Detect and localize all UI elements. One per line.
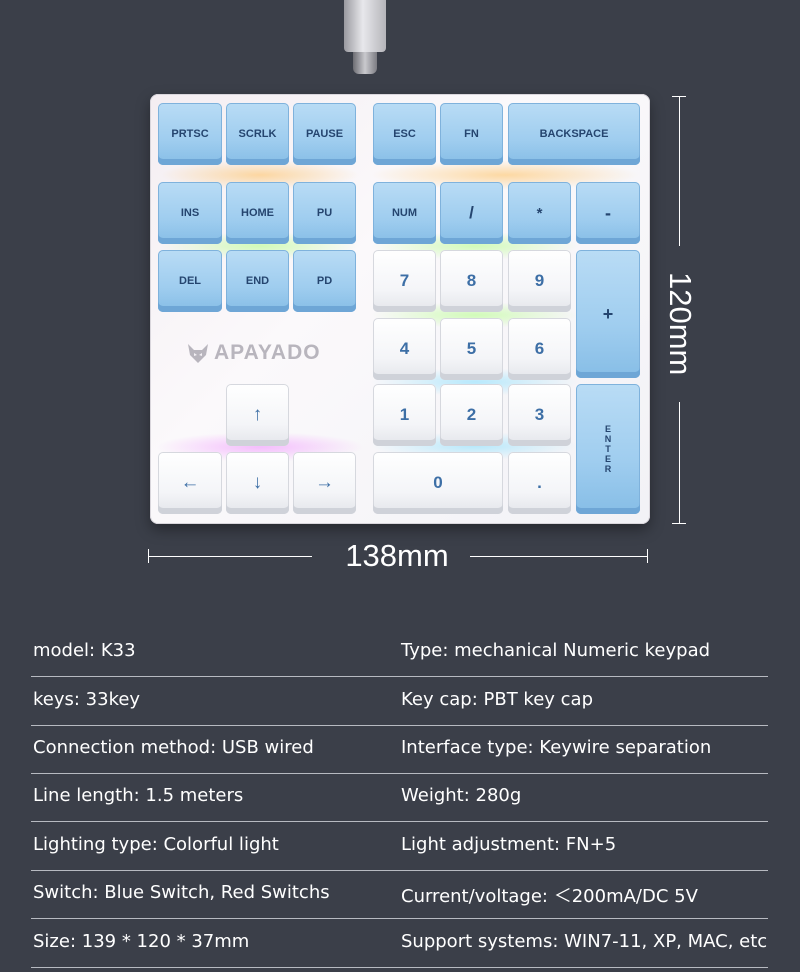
key-0: 0	[373, 452, 503, 514]
key-prtsc: PRTSC	[158, 103, 222, 165]
key-left-arrow: ←	[158, 452, 222, 514]
key-scrlk: SCRLK	[226, 103, 289, 165]
dimension-line-width	[148, 556, 312, 557]
key-star: *	[508, 182, 571, 244]
key-plus: +	[576, 250, 640, 378]
spec-row: Size: 139 * 120 * 37mm Support systems: …	[31, 919, 768, 968]
spec-row: model: K33 Type: mechanical Numeric keyp…	[31, 628, 768, 677]
brand-name: APAYADO	[214, 341, 321, 364]
brand-logo: APAYADO	[186, 340, 321, 366]
key-5: 5	[440, 318, 503, 380]
spec-keycap: Key cap: PBT key cap	[401, 689, 593, 710]
key-backspace: BACKSPACE	[508, 103, 640, 165]
key-home: HOME	[226, 182, 289, 244]
usb-connector	[353, 52, 377, 74]
spec-connection: Connection method: USB wired	[33, 737, 314, 758]
spec-keys: keys: 33key	[33, 689, 141, 710]
key-ins: INS	[158, 182, 222, 244]
key-pd: PD	[293, 250, 356, 312]
key-minus: -	[576, 182, 640, 244]
key-down-arrow: ↓	[226, 452, 289, 514]
key-8: 8	[440, 250, 503, 312]
spec-interface: Interface type: Keywire separation	[401, 737, 712, 758]
dimension-line-height	[679, 96, 680, 246]
key-4: 4	[373, 318, 436, 380]
dimension-height-label: 120mm	[663, 272, 698, 376]
spec-systems: Support systems: WIN7-11, XP, MAC, etc	[401, 931, 768, 952]
key-end: END	[226, 250, 289, 312]
spec-switch: Switch: Blue Switch, Red Switchs	[33, 882, 330, 903]
spec-current: Current/voltage: ＜200mA/DC 5V	[401, 886, 698, 907]
spec-row: Switch: Blue Switch, Red Switchs Current…	[31, 870, 768, 919]
key-2: 2	[440, 384, 503, 446]
key-dot: .	[508, 452, 571, 514]
spec-model: model: K33	[33, 640, 136, 661]
key-fn: FN	[440, 103, 503, 165]
dimension-tick	[672, 523, 686, 524]
usb-cable	[344, 0, 386, 52]
key-num: NUM	[373, 182, 436, 244]
key-enter-label: ENTER	[603, 424, 613, 474]
spec-type: Type: mechanical Numeric keypad	[401, 640, 711, 661]
spec-size: Size: 139 * 120 * 37mm	[33, 931, 250, 952]
key-7: 7	[373, 250, 436, 312]
key-up-arrow: ↑	[226, 384, 289, 446]
key-3: 3	[508, 384, 571, 446]
key-slash: /	[440, 182, 503, 244]
key-6: 6	[508, 318, 571, 380]
key-pu: PU	[293, 182, 356, 244]
dimension-line-height	[679, 402, 680, 524]
spec-row: Connection method: USB wired Interface t…	[31, 725, 768, 774]
key-pause: PAUSE	[293, 103, 356, 165]
dimension-width-label: 138mm	[345, 538, 449, 573]
spec-row: Lighting type: Colorful light Light adju…	[31, 822, 768, 871]
dimension-line-width	[470, 556, 648, 557]
dimension-tick	[647, 549, 648, 563]
key-right-arrow: →	[293, 452, 356, 514]
key-enter: ENTER	[576, 384, 640, 514]
key-1: 1	[373, 384, 436, 446]
key-esc: ESC	[373, 103, 436, 165]
spec-row: keys: 33key Key cap: PBT key cap	[31, 677, 768, 726]
fox-logo-icon	[188, 344, 208, 363]
spec-lighting: Lighting type: Colorful light	[33, 834, 279, 855]
spec-weight: Weight: 280g	[401, 785, 522, 806]
key-del: DEL	[158, 250, 222, 312]
spec-light-adjustment: Light adjustment: FN+5	[401, 834, 617, 855]
key-9: 9	[508, 250, 571, 312]
spec-row: Line length: 1.5 meters Weight: 280g	[31, 773, 768, 822]
spec-line-length: Line length: 1.5 meters	[33, 785, 244, 806]
